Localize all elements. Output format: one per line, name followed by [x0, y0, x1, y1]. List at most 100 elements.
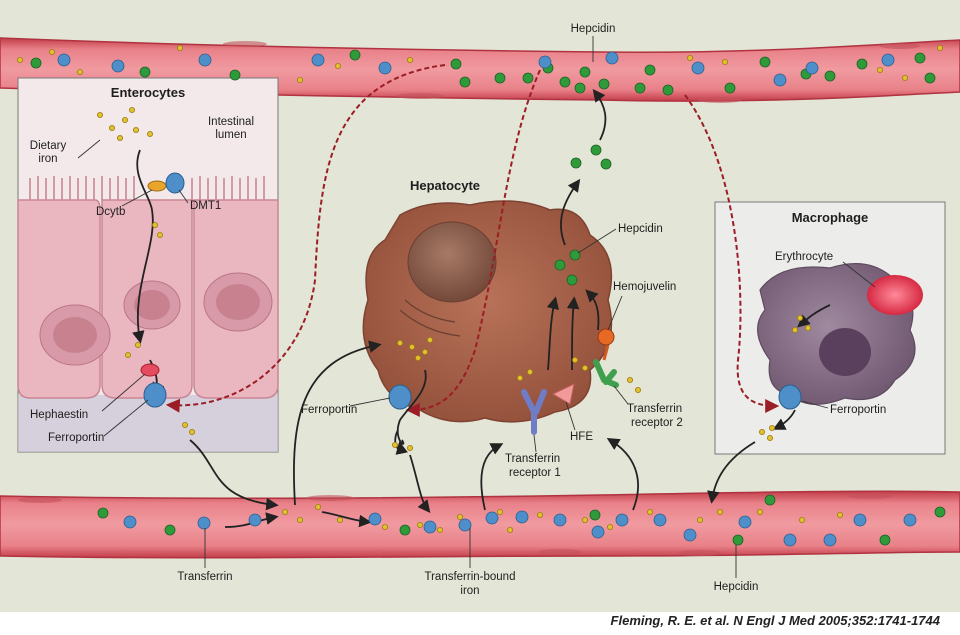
hepcidin-molecule — [229, 69, 241, 81]
hepcidin-molecule — [569, 249, 581, 261]
label-transferrin-bound-iron-2: iron — [460, 585, 479, 597]
iron-molecule — [456, 514, 463, 521]
ferroportin-enterocyte-channel — [143, 382, 167, 408]
iron-molecule — [506, 527, 513, 534]
iron-molecule — [607, 524, 614, 531]
label-dmt1: DMT1 — [190, 200, 221, 212]
label-hephaestin: Hephaestin — [30, 409, 88, 421]
hepcidin-molecule — [598, 78, 610, 90]
label-ferroportin-enterocyte: Ferroportin — [48, 432, 104, 444]
iron-molecule — [391, 441, 398, 448]
molecules-layer — [16, 45, 946, 547]
transferrin-molecule — [57, 53, 71, 67]
hepcidin-molecule — [914, 52, 926, 64]
iron-molecule — [406, 57, 413, 64]
iron-molecule — [759, 428, 766, 435]
iron-molecule — [877, 67, 884, 74]
iron-molecule — [582, 517, 589, 524]
label-transferrin-receptor-1-b: receptor 1 — [509, 467, 561, 479]
iron-molecule — [109, 125, 116, 132]
label-hepcidin-bottom: Hepcidin — [714, 581, 759, 593]
transferrin-molecule — [311, 53, 325, 67]
transferrin-molecule — [903, 513, 917, 527]
iron-molecule — [49, 49, 56, 56]
transferrin-molecule — [881, 53, 895, 67]
hepcidin-molecule — [724, 82, 736, 94]
transferrin-molecule — [773, 73, 787, 87]
iron-molecule — [805, 324, 812, 331]
hepcidin-molecule — [924, 72, 936, 84]
hepcidin-molecule — [579, 66, 591, 78]
hepcidin-molecule — [566, 274, 578, 286]
dmt1-transporter — [165, 172, 185, 194]
iron-molecule — [414, 354, 421, 361]
iron-molecule — [132, 127, 139, 134]
labels: Hepcidin Enterocytes Intestinal lumen Di… — [30, 23, 886, 597]
label-transferrin-bound-iron-1: Transferrin-bound — [425, 571, 516, 583]
iron-molecule — [281, 508, 288, 515]
hepcidin-molecule — [399, 524, 411, 536]
transferrin-molecule — [378, 61, 392, 75]
transferrin-molecule — [805, 61, 819, 75]
iron-molecule — [527, 368, 534, 375]
transferrin-molecule — [198, 53, 212, 67]
label-ferroportin-macrophage: Ferroportin — [830, 404, 886, 416]
label-intestinal-lumen-1: Intestinal — [208, 116, 254, 128]
label-macrophage: Macrophage — [792, 210, 869, 225]
hepcidin-molecule — [97, 507, 109, 519]
label-dietary-iron-1: Dietary — [30, 140, 67, 152]
hepcidin-molecule — [559, 76, 571, 88]
transferrin-molecule — [423, 520, 437, 534]
hepcidin-molecule — [494, 72, 506, 84]
transferrin-receptor-1 — [521, 389, 547, 435]
hepcidin-molecule — [732, 534, 744, 546]
iron-molecule — [937, 45, 944, 52]
iron-molecule — [77, 69, 84, 76]
transferrin-molecule — [123, 515, 137, 529]
iron-molecule — [296, 77, 303, 84]
iron-molecule — [517, 374, 524, 381]
hepcidin-molecule — [764, 494, 776, 506]
transferrin-molecule — [691, 61, 705, 75]
iron-molecule — [647, 508, 654, 515]
citation: Fleming, R. E. et al. N Engl J Med 2005;… — [610, 613, 940, 628]
transferrin-molecule — [248, 513, 262, 527]
label-dcytb: Dcytb — [96, 206, 125, 218]
hfe-protein — [551, 383, 575, 405]
transferrin-molecule — [591, 525, 605, 539]
transferrin-molecule — [515, 510, 529, 524]
iron-molecule — [156, 231, 163, 238]
iron-molecule — [582, 364, 589, 371]
hepcidin-molecule — [600, 158, 612, 170]
transferrin-molecule — [615, 513, 629, 527]
hepcidin-molecule — [164, 524, 176, 536]
iron-molecule — [627, 376, 634, 383]
macrophage-panel — [714, 201, 946, 455]
transferrin-molecule — [368, 512, 382, 526]
iron-molecule — [757, 508, 764, 515]
hepcidin-molecule — [522, 72, 534, 84]
label-transferrin: Transferrin — [177, 571, 232, 583]
iron-molecule — [722, 59, 729, 66]
transferrin-molecule — [783, 533, 797, 547]
iron-molecule — [717, 508, 724, 515]
transferrin-molecule — [683, 528, 697, 542]
iron-molecule — [181, 421, 188, 428]
hepcidin-inhibition-arrows — [165, 64, 780, 417]
hepatocyte-cell — [362, 200, 613, 423]
iron-molecule — [406, 444, 413, 451]
hepcidin-molecule — [879, 534, 891, 546]
iron-molecule — [134, 341, 141, 348]
iron-molecule — [16, 57, 23, 64]
iron-molecule — [408, 343, 415, 350]
iron-molecule — [296, 517, 303, 524]
label-hfe: HFE — [570, 431, 593, 443]
label-enterocytes: Enterocytes — [111, 85, 185, 100]
iron-molecule — [687, 55, 694, 62]
transferrin-molecule — [605, 51, 619, 65]
hepcidin-molecule — [634, 82, 646, 94]
label-transferrin-receptor-1-a: Transferrin — [505, 453, 560, 465]
iron-molecule — [125, 351, 132, 358]
hepcidin-molecule — [139, 66, 151, 78]
